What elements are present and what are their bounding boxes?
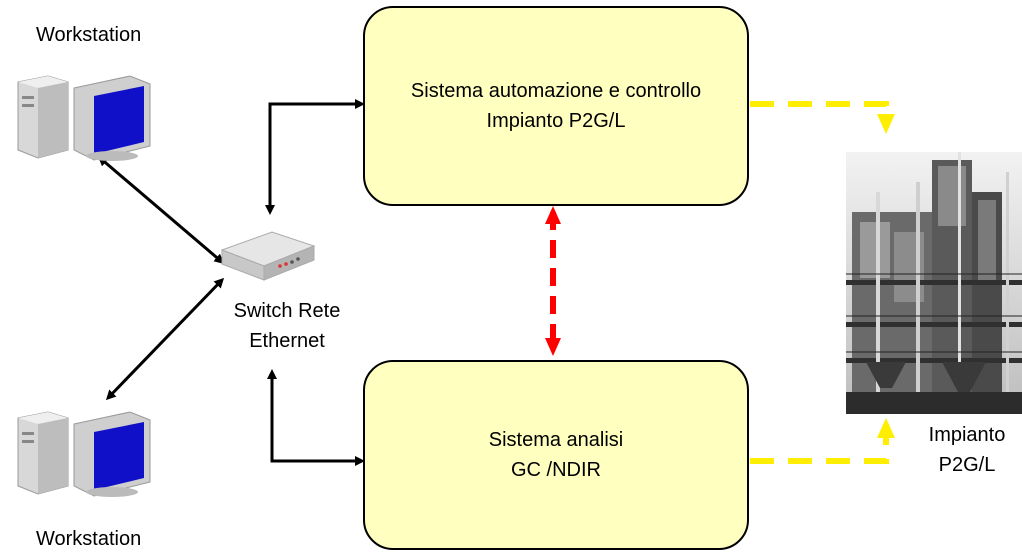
arrow-switch-automation [265,99,365,215]
analysis-box-line2: GC /NDIR [511,459,601,481]
switch-label-line1: Switch Rete [233,300,341,322]
automation-control-system-box: Sistema automazione e controllo Impianto… [363,6,749,206]
arrow-analysis-plant [750,418,895,464]
arrow-workstation-bottom-switch [105,277,225,401]
switch-label-line2: Ethernet [249,330,325,352]
arrow-workstation-top-switch [97,156,225,264]
plant-label-line2: P2G/L [938,454,996,476]
switch-label: Switch Rete Ethernet [232,298,342,354]
automation-box-line2: Impianto P2G/L [486,110,626,132]
workstation-bottom-label: Workstation [36,528,142,550]
plant-label-line1: Impianto [928,424,1006,446]
plant-label: Impianto P2G/L [912,422,1022,478]
workstation-top-icon [17,75,151,161]
industrial-plant-photo [846,152,1022,414]
automation-box-line1: Sistema automazione e controllo [410,80,702,102]
arrow-automation-plant [750,101,895,134]
workstation-top-label: Workstation [36,24,142,46]
analysis-system-box: Sistema analisi GC /NDIR [363,360,749,550]
network-switch-icon [220,231,316,281]
analysis-box-line1: Sistema analisi [488,429,624,451]
arrow-switch-analysis [267,369,365,466]
workstation-bottom-icon [17,411,151,497]
